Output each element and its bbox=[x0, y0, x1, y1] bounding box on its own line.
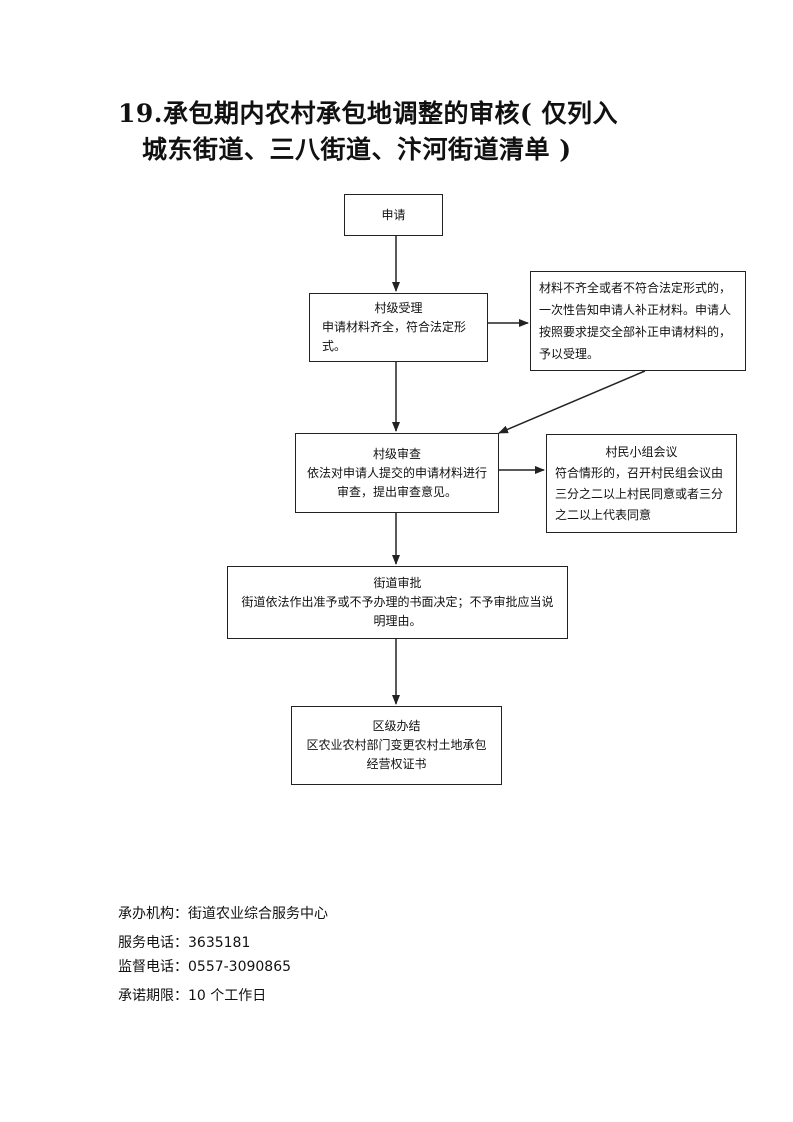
note-incomplete-materials: 材料不齐全或者不符合法定形式的，一次性告知申请人补正材料。申请人按照要求提交全部… bbox=[530, 271, 746, 371]
info-supervise-phone-value: 0557-3090865 bbox=[188, 959, 292, 975]
step-villager-meeting-body: 符合情形的，召开村民组会议由三分之二以上村民同意或者三分之二以上代表同意 bbox=[555, 465, 724, 522]
info-agency: 承办机构：街道农业综合服务中心 bbox=[118, 902, 518, 926]
arrow-note-to-review bbox=[498, 370, 646, 434]
step-village-accept-body: 申请材料齐全，符合法定形式。 bbox=[322, 320, 467, 353]
step-apply: 申请 bbox=[344, 194, 443, 236]
step-street-approve-body: 街道依法作出准予或不予办理的书面决定；不予审批应当说明理由。 bbox=[241, 595, 554, 628]
step-apply-label: 申请 bbox=[381, 207, 406, 222]
title-line-1: 19.承包期内农村承包地调整的审核( 仅列入 bbox=[118, 99, 619, 128]
info-supervise-phone-label: 监督电话： bbox=[118, 959, 188, 975]
info-service-phone: 服务电话：3635181 bbox=[118, 931, 518, 955]
info-service-phone-value: 3635181 bbox=[188, 935, 251, 951]
step-village-accept-label: 村级受理 bbox=[374, 301, 423, 315]
step-district-complete-label: 区级办结 bbox=[372, 719, 421, 733]
step-villager-meeting-label: 村民小组会议 bbox=[605, 444, 678, 459]
info-deadline-value: 10 个工作日 bbox=[188, 988, 267, 1004]
service-info: 承办机构：街道农业综合服务中心 服务电话：3635181 监督电话：0557-3… bbox=[118, 902, 518, 1008]
note-incomplete-materials-body: 材料不齐全或者不符合法定形式的，一次性告知申请人补正材料。申请人按照要求提交全部… bbox=[539, 281, 732, 361]
step-village-review-label: 村级审查 bbox=[372, 446, 421, 461]
step-village-review: 村级审查 依法对申请人提交的申请材料进行审查，提出审查意见。 bbox=[295, 433, 499, 513]
step-street-approve-label: 街道审批 bbox=[373, 576, 422, 590]
info-agency-label: 承办机构： bbox=[118, 906, 188, 922]
info-agency-value: 街道农业综合服务中心 bbox=[188, 906, 328, 922]
info-deadline-label: 承诺期限： bbox=[118, 988, 188, 1004]
step-district-complete-body: 区农业农村部门变更农村土地承包经营权证书 bbox=[306, 738, 487, 771]
title-line-2: 城东街道、三八街道、汴河街道清单 ) bbox=[142, 135, 572, 164]
step-village-accept: 村级受理 申请材料齐全，符合法定形式。 bbox=[309, 293, 488, 362]
info-service-phone-label: 服务电话： bbox=[118, 935, 188, 951]
step-village-review-body: 依法对申请人提交的申请材料进行审查，提出审查意见。 bbox=[306, 465, 487, 499]
step-villager-meeting: 村民小组会议 符合情形的，召开村民组会议由三分之二以上村民同意或者三分之二以上代… bbox=[546, 434, 737, 533]
info-deadline: 承诺期限：10 个工作日 bbox=[118, 984, 518, 1008]
page-title: 19.承包期内农村承包地调整的审核( 仅列入 城东街道、三八街道、汴河街道清单 … bbox=[118, 96, 738, 168]
step-street-approve: 街道审批 街道依法作出准予或不予办理的书面决定；不予审批应当说明理由。 bbox=[227, 566, 568, 639]
info-supervise-phone: 监督电话：0557-3090865 bbox=[118, 955, 518, 979]
step-district-complete: 区级办结 区农业农村部门变更农村土地承包经营权证书 bbox=[291, 706, 502, 785]
